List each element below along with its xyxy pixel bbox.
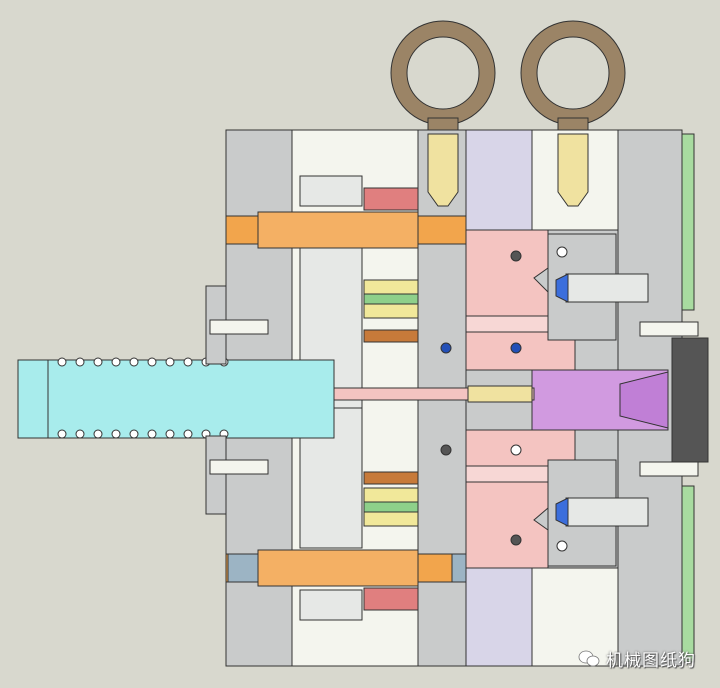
- dark-dot: [510, 444, 522, 456]
- watermark: 机械图纸狗: [578, 646, 696, 671]
- spring-brown-bottom: [363, 471, 419, 485]
- locating-ring: [671, 337, 709, 463]
- white-dot: [556, 246, 568, 258]
- sprue-cone: [619, 371, 669, 429]
- bolt-bottom-left: [209, 459, 269, 475]
- eyebolt-left: [390, 20, 496, 135]
- return-spring: [57, 357, 229, 439]
- bolt-bottom-right: [639, 461, 699, 477]
- spring-brown-top: [363, 329, 419, 343]
- eyebolt-screw-left: [427, 133, 459, 207]
- core-insert-bottom: [465, 567, 533, 667]
- sprue-puller-tip: [467, 385, 533, 403]
- bolt-top-left: [209, 319, 269, 335]
- blue-dot: [510, 342, 522, 354]
- spring-pink-top: [363, 187, 419, 211]
- wechat-icon: [578, 650, 600, 666]
- watermark-text: 机械图纸狗: [606, 651, 696, 671]
- white-dot: [556, 540, 568, 552]
- side-clamp-bottom: [205, 435, 227, 515]
- bolt-top-right: [639, 321, 699, 337]
- dark-dot: [510, 534, 522, 546]
- spring-green-top: [363, 293, 419, 305]
- eyebolt-screw-right: [557, 133, 589, 207]
- stop-block-top: [299, 175, 363, 207]
- spring-pink-bottom: [363, 587, 419, 611]
- blue-dot: [440, 342, 452, 354]
- ejector-rod-head: [17, 359, 49, 439]
- core-insert-top: [465, 129, 533, 231]
- green-insulation-plate: [681, 133, 695, 311]
- spring-yellow-top2: [363, 303, 419, 319]
- eyebolt-right: [520, 20, 626, 135]
- ejector-rod: [17, 359, 335, 439]
- guide-pin-bottom: [225, 549, 467, 587]
- guide-pin-top: [225, 211, 467, 249]
- dark-dot: [510, 250, 522, 262]
- spring-yellow-bottom2: [363, 511, 419, 527]
- spring-yellow-top: [363, 279, 419, 295]
- dark-dot: [440, 444, 452, 456]
- green-insulation-plate-lower: [681, 485, 695, 663]
- spring-green-bottom: [363, 501, 419, 513]
- spring-yellow-bottom: [363, 487, 419, 503]
- stop-block-bottom: [299, 589, 363, 621]
- a-plate-white-bottom: [531, 567, 619, 667]
